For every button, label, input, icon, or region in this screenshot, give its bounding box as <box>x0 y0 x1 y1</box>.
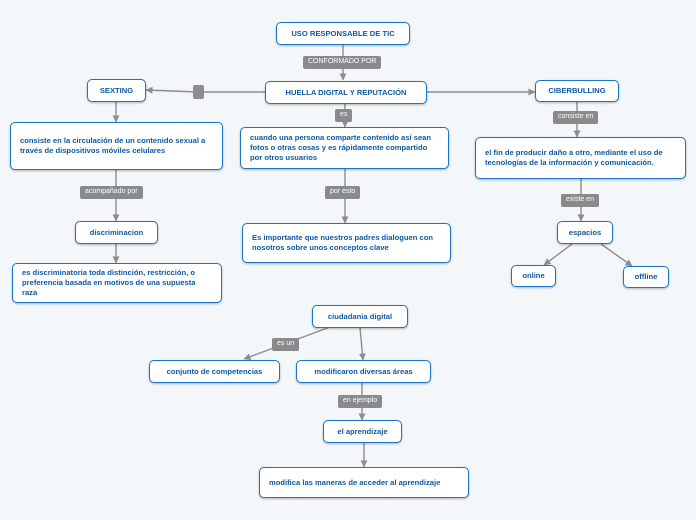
connector-espacios-offline <box>600 243 633 267</box>
node-ciberbulling[interactable]: CIBERBULLING <box>535 80 619 102</box>
label-es[interactable]: es <box>335 109 353 122</box>
connector-espacios-online <box>543 243 573 266</box>
node-discriminacion-definition[interactable]: es discriminatoria toda distinción, rest… <box>12 263 222 303</box>
node-conjunto-competencias[interactable]: conjunto de competencias <box>149 360 280 383</box>
node-modifica-acceder[interactable]: modifica las maneras de acceder al apren… <box>259 467 469 498</box>
node-discriminacion[interactable]: discriminacion <box>75 221 158 244</box>
node-online[interactable]: online <box>511 265 556 287</box>
node-huella[interactable]: HUELLA DIGITAL Y REPUTACIÓN <box>265 81 427 104</box>
node-sexting[interactable]: SEXTING <box>87 79 146 102</box>
node-ciudadania-digital[interactable]: ciudadania digital <box>312 305 408 328</box>
node-aprendizaje[interactable]: el aprendizaje <box>323 420 402 443</box>
label-existe-en[interactable]: existe en <box>561 194 600 207</box>
label-conformado-por[interactable]: CONFORMADO POR <box>303 56 382 69</box>
node-sexting-definition[interactable]: consiste en la circulación de un conteni… <box>10 122 223 170</box>
node-huella-definition[interactable]: cuando una persona comparte contenido as… <box>240 127 449 169</box>
connector-ciudadania-modificaron <box>358 327 366 361</box>
node-padres[interactable]: Es importante que nuestros padres dialog… <box>242 223 451 263</box>
node-modificaron-areas[interactable]: modificaron diversas áreas <box>296 360 431 383</box>
connector-huella-sexting <box>145 86 265 94</box>
label-consiste-en[interactable]: consiste en <box>553 111 599 124</box>
connector-drag-handle[interactable] <box>193 85 204 99</box>
node-espacios[interactable]: espacios <box>557 221 613 244</box>
label-es-un[interactable]: es un <box>272 338 300 351</box>
label-acompanado-por[interactable]: acompañado por <box>80 186 143 199</box>
node-offline[interactable]: offline <box>623 266 669 288</box>
node-root[interactable]: USO RESPONSABLE DE TIC <box>276 22 410 45</box>
label-por-esto[interactable]: por esto <box>325 186 361 199</box>
label-en-ejemplo[interactable]: en ejemplo <box>338 395 383 408</box>
node-ciberbulling-definition[interactable]: el fin de producir daño a otro, mediante… <box>475 137 686 179</box>
